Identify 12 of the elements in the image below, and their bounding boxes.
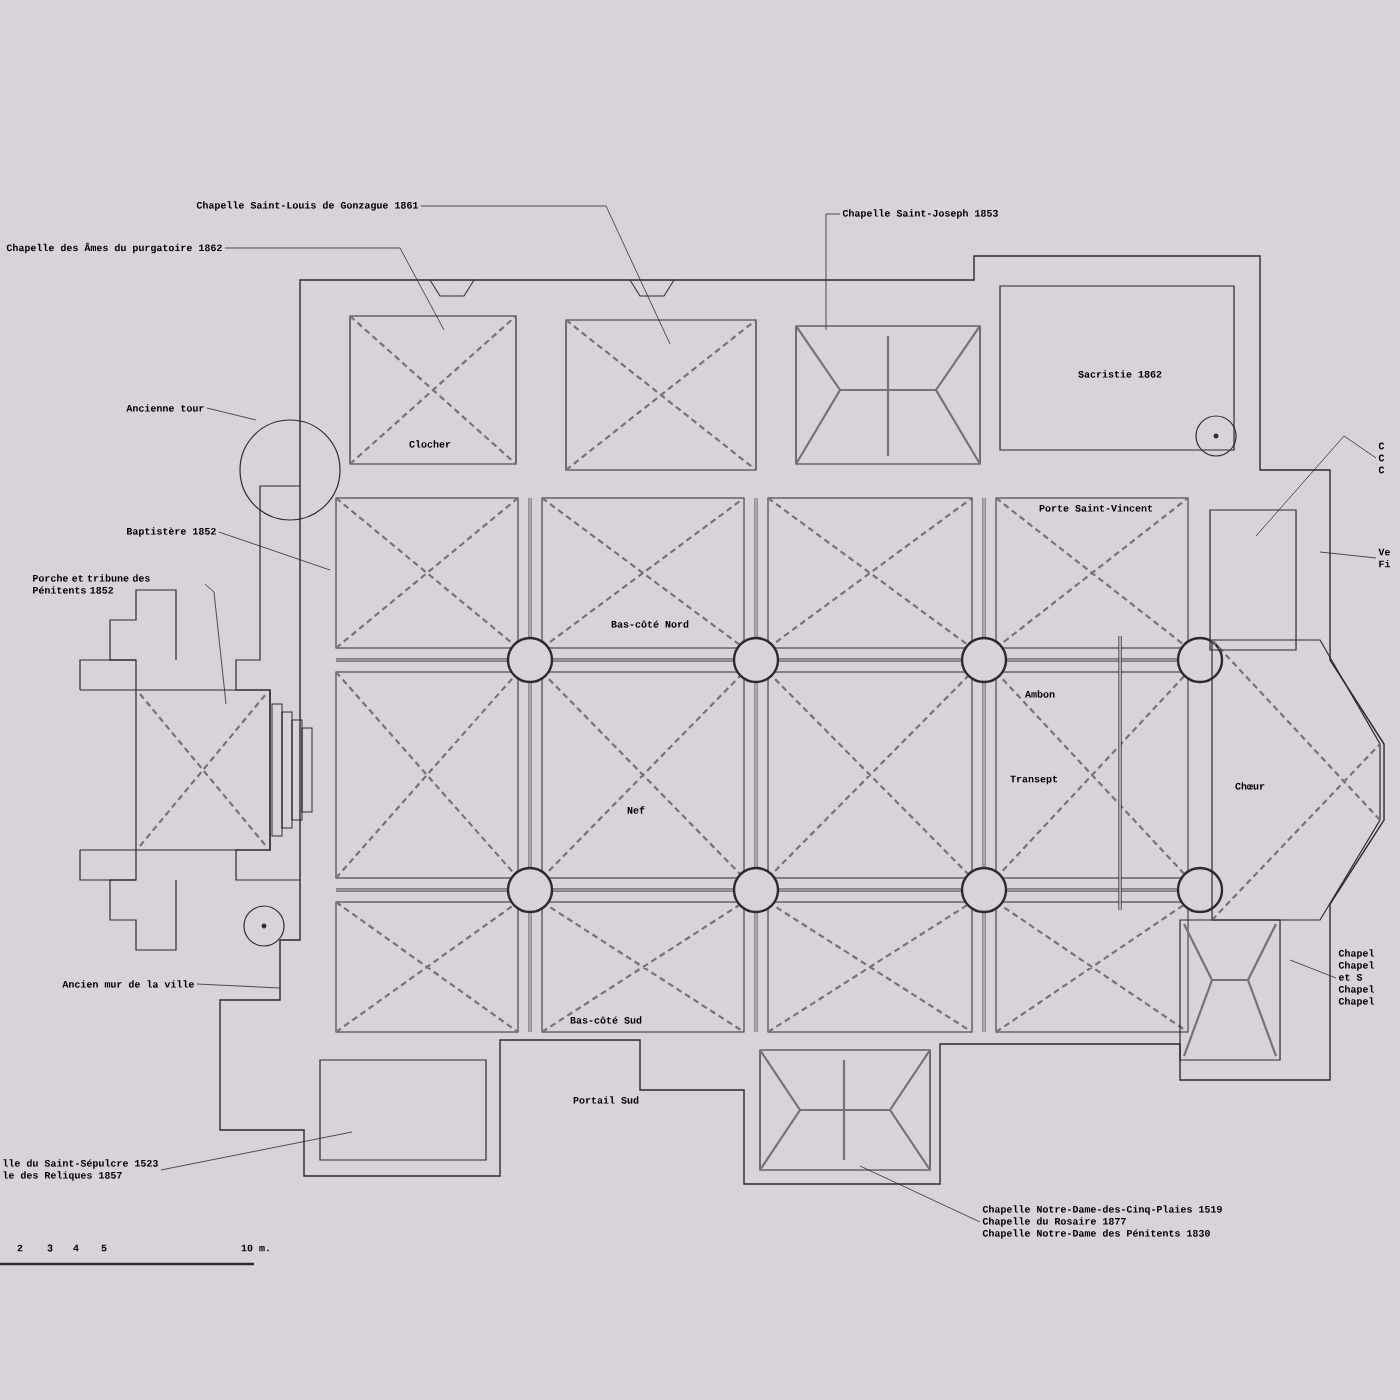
leader-line: [1289, 959, 1337, 979]
leader-line: [224, 247, 445, 331]
leader-line: [160, 1131, 353, 1171]
leader-line: [825, 213, 841, 331]
leader-line: [206, 407, 257, 421]
leader-line: [196, 983, 281, 989]
leader-line: [420, 205, 671, 345]
leader-line: [204, 583, 227, 705]
leader-line: [1319, 551, 1377, 559]
leader-line: [218, 531, 331, 571]
leader-line: [1255, 435, 1377, 537]
leader-line: [859, 1165, 981, 1223]
